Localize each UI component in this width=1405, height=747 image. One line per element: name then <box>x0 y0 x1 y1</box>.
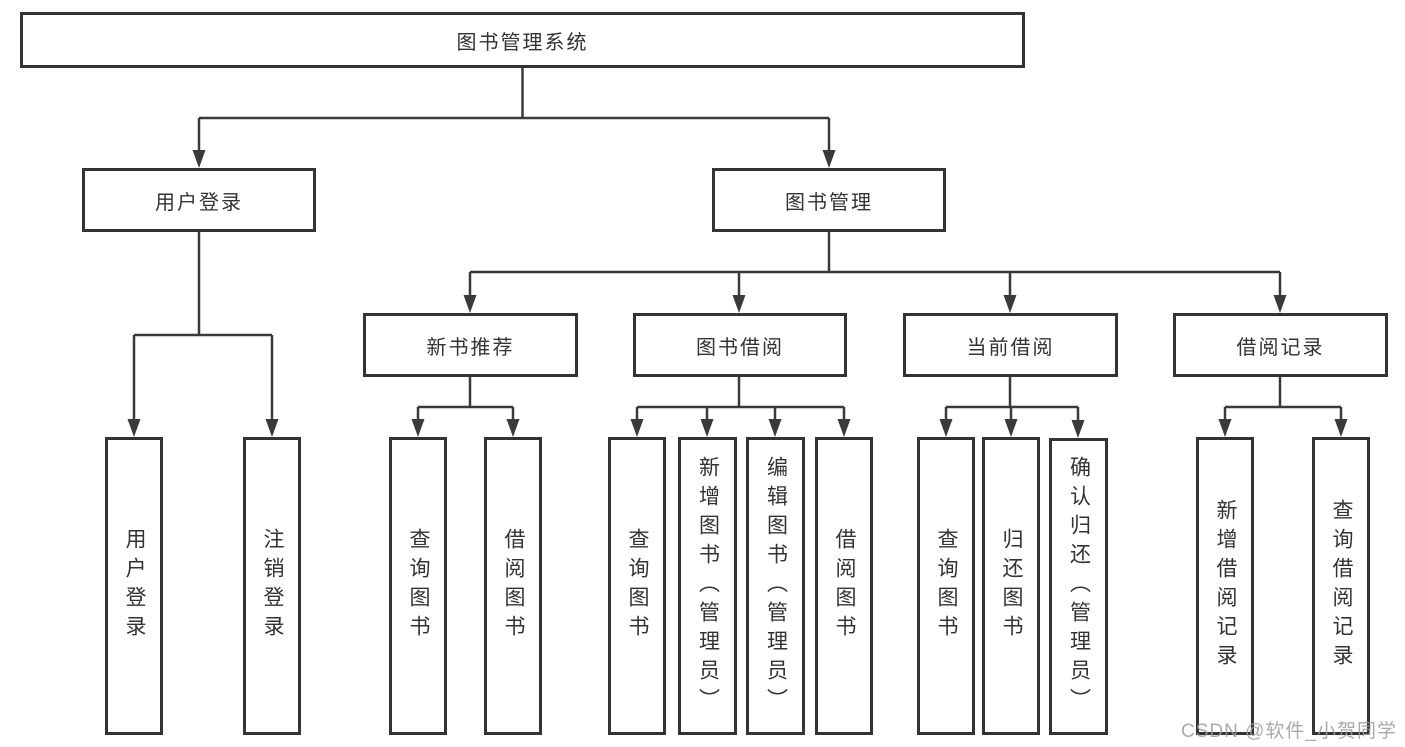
node-leaf-bb-add-books: 新增图书（管理员） <box>678 437 737 735</box>
arrowhead-icon <box>192 150 206 168</box>
connector-current-borrowing-to-leaves <box>939 377 1085 438</box>
arrowhead-icon <box>1218 419 1232 437</box>
node-book-management: 图书管理 <box>712 168 946 232</box>
arrowhead-icon <box>837 419 851 437</box>
arrowhead-icon <box>1004 419 1018 437</box>
node-leaf-user-login: 用户登录 <box>105 437 163 735</box>
connector-book-borrowing-to-leaves <box>630 377 851 437</box>
arrowhead-icon <box>1003 295 1017 313</box>
arrowhead-icon <box>1071 420 1085 438</box>
arrowhead-icon <box>822 150 836 168</box>
arrowhead-icon <box>939 419 953 437</box>
node-leaf-nb-query-books: 查询图书 <box>389 437 447 735</box>
arrowhead-icon <box>411 419 425 437</box>
node-leaf-cb-confirm-return: 确认归还（管理员） <box>1049 438 1108 735</box>
connector-borrowing-records-to-leaves <box>1218 377 1348 437</box>
node-leaf-cb-return-books: 归还图书 <box>982 437 1040 735</box>
node-leaf-br-query-record: 查询借阅记录 <box>1312 437 1370 735</box>
connector-root-to-level2 <box>192 68 836 168</box>
arrowhead-icon <box>127 419 141 437</box>
node-book-borrowing: 图书借阅 <box>633 313 847 377</box>
node-root: 图书管理系统 <box>20 12 1025 68</box>
node-current-borrowing: 当前借阅 <box>903 313 1118 377</box>
node-user-login: 用户登录 <box>82 168 316 232</box>
node-leaf-bb-borrow-books: 借阅图书 <box>815 437 873 735</box>
node-leaf-nb-borrow-books: 借阅图书 <box>484 437 542 735</box>
node-new-book-recommend: 新书推荐 <box>363 313 578 377</box>
node-leaf-bb-query-books: 查询图书 <box>608 437 666 735</box>
connector-new-book-recommend-to-leaves <box>411 377 520 437</box>
node-leaf-bb-edit-books: 编辑图书（管理员） <box>746 437 805 735</box>
arrowhead-icon <box>265 419 279 437</box>
arrowhead-icon <box>732 295 746 313</box>
arrowhead-icon <box>1334 419 1348 437</box>
arrowhead-icon <box>768 419 782 437</box>
node-leaf-br-add-record: 新增借阅记录 <box>1196 437 1254 735</box>
connector-user-login-to-leaves <box>127 232 279 437</box>
arrowhead-icon <box>463 295 477 313</box>
node-leaf-logout: 注销登录 <box>243 437 301 735</box>
node-leaf-cb-query-books: 查询图书 <box>917 437 975 735</box>
arrowhead-icon <box>1273 295 1287 313</box>
connector-book-management-to-level3 <box>463 232 1287 313</box>
node-borrowing-records: 借阅记录 <box>1173 313 1388 377</box>
arrowhead-icon <box>506 419 520 437</box>
arrowhead-icon <box>630 419 644 437</box>
arrowhead-icon <box>700 419 714 437</box>
